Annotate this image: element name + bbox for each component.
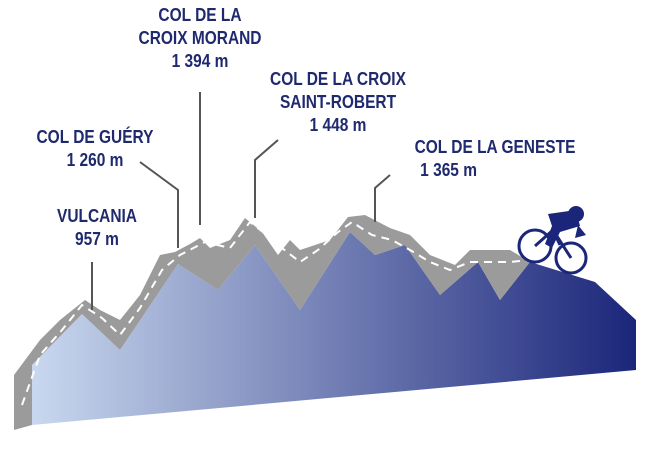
label-name-line: COL DE LA CROIX [270,69,406,89]
mountain-front-face [32,232,636,425]
leader-lines [91,92,391,310]
label-name-line: CROIX MORAND [138,28,262,48]
label-vulcania: VULCANIA 957 m [41,205,153,251]
label-col-de-la-croix-morand: COL DE LA CROIX MORAND 1 394 m [123,4,278,73]
label-name-line: VULCANIA [57,206,137,226]
cyclist-icon [517,206,588,275]
leader-col-de-la-geneste [374,174,391,222]
label-col-de-guery: COL DE GUÉRY 1 260 m [31,126,160,172]
leader-col-de-la-croix-saint-robert [254,139,279,218]
label-name-line: COL DE LA [158,5,242,25]
label-altitude: 1 394 m [171,51,229,71]
leader-col-de-guery [139,161,179,248]
label-col-de-la-geneste: COL DE LA GENESTE 1 365 m [405,136,586,182]
label-altitude: 1 260 m [66,150,124,170]
label-altitude: 1 448 m [309,115,367,135]
label-name-line: COL DE GUÉRY [36,127,154,147]
label-name-line: COL DE LA GENESTE [414,137,576,157]
label-name-line: SAINT-ROBERT [279,92,397,112]
road-line [21,220,591,406]
label-col-de-la-croix-saint-robert: COL DE LA CROIX SAINT-ROBERT 1 448 m [252,68,424,137]
label-altitude: 1 365 m [420,160,477,180]
mountain-left-side [14,365,32,430]
label-altitude: 957 m [75,229,119,249]
mountain-top-band [14,215,530,400]
